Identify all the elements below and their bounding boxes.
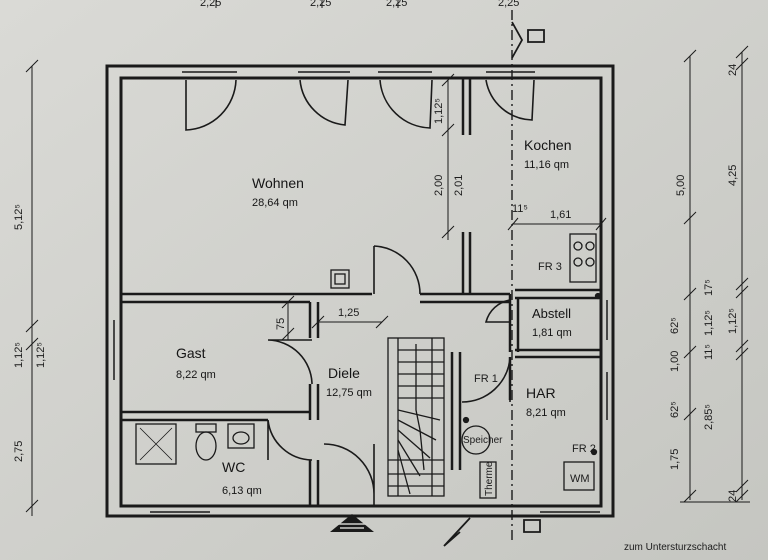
dim-right-24a: 24 [727, 64, 739, 76]
dim-top-4: 2,25 [498, 0, 519, 9]
door-swings [185, 79, 535, 506]
label-speicher: Speicher [463, 435, 503, 446]
room-name-wc: WC [222, 459, 245, 475]
label-fr3: FR 3 [538, 261, 562, 273]
windows [106, 65, 608, 513]
section-markers [443, 21, 545, 547]
dim-left-low: 2,75 [13, 441, 25, 462]
label-fr1: FR 1 [474, 373, 498, 385]
label-schacht-note: zum Untersturzschacht [624, 542, 726, 553]
dim-right-112a: 1,12⁵ [703, 310, 715, 336]
dim-left-total: 5,12⁵ [13, 204, 25, 230]
fixtures [135, 233, 602, 499]
dimension-lines [25, 0, 750, 516]
outer-walls [105, 64, 615, 518]
staircase [387, 337, 445, 497]
dim-right-625b: 62⁵ [669, 401, 681, 418]
dim-wohnen-201: 2,01 [453, 175, 465, 196]
room-name-wohnen: Wohnen [252, 175, 304, 191]
room-area-abstell: 1,81 qm [532, 327, 572, 339]
dim-right-24b: 24 [727, 490, 739, 502]
dim-top-3: 2,25 [386, 0, 407, 9]
dim-right-112b: 1,12⁵ [727, 308, 739, 334]
dim-top-1: 2,25 [200, 0, 221, 9]
dim-kochen-115: 11⁵ [512, 203, 528, 215]
dim-right-2855: 2,85⁵ [703, 404, 715, 430]
room-name-har: HAR [526, 385, 556, 401]
room-area-wc: 6,13 qm [222, 485, 262, 497]
dim-right-11: 11⁵ [703, 344, 715, 360]
dim-gast-125: 1,25 [338, 307, 359, 319]
label-wm: WM [570, 473, 590, 485]
dim-left-mid2: 1,12⁵ [35, 342, 47, 368]
dim-right-175: 1,75 [669, 449, 681, 470]
label-therme: Therme [484, 461, 495, 496]
room-area-diele: 12,75 qm [326, 387, 372, 399]
dim-gast-75: 75 [275, 318, 287, 330]
dim-kochen-161: 1,61 [550, 209, 571, 221]
room-area-har: 8,21 qm [526, 407, 566, 419]
room-name-kochen: Kochen [524, 137, 571, 153]
label-fr2: FR 2 [572, 443, 596, 455]
dim-wohnen-1125: 1,12⁵ [433, 98, 445, 124]
interior-walls [121, 78, 601, 506]
dim-right-500: 5,00 [675, 175, 687, 196]
dim-right-100: 1,00 [669, 351, 681, 372]
room-name-abstell: Abstell [532, 306, 571, 321]
room-area-kochen: 11,16 qm [524, 159, 569, 171]
dim-right-17: 17⁵ [703, 279, 715, 296]
room-name-gast: Gast [176, 345, 206, 361]
dim-left-mid1: 1,12⁵ [13, 342, 25, 368]
room-area-wohnen: 28,64 qm [252, 197, 298, 209]
dim-right-425: 4,25 [727, 165, 739, 186]
room-area-gast: 8,22 qm [176, 369, 216, 381]
dim-top-2: 2,25 [310, 0, 331, 9]
dim-wohnen-200: 2,00 [433, 175, 445, 196]
dim-right-625a: 62⁵ [669, 317, 681, 334]
room-name-diele: Diele [328, 365, 360, 381]
